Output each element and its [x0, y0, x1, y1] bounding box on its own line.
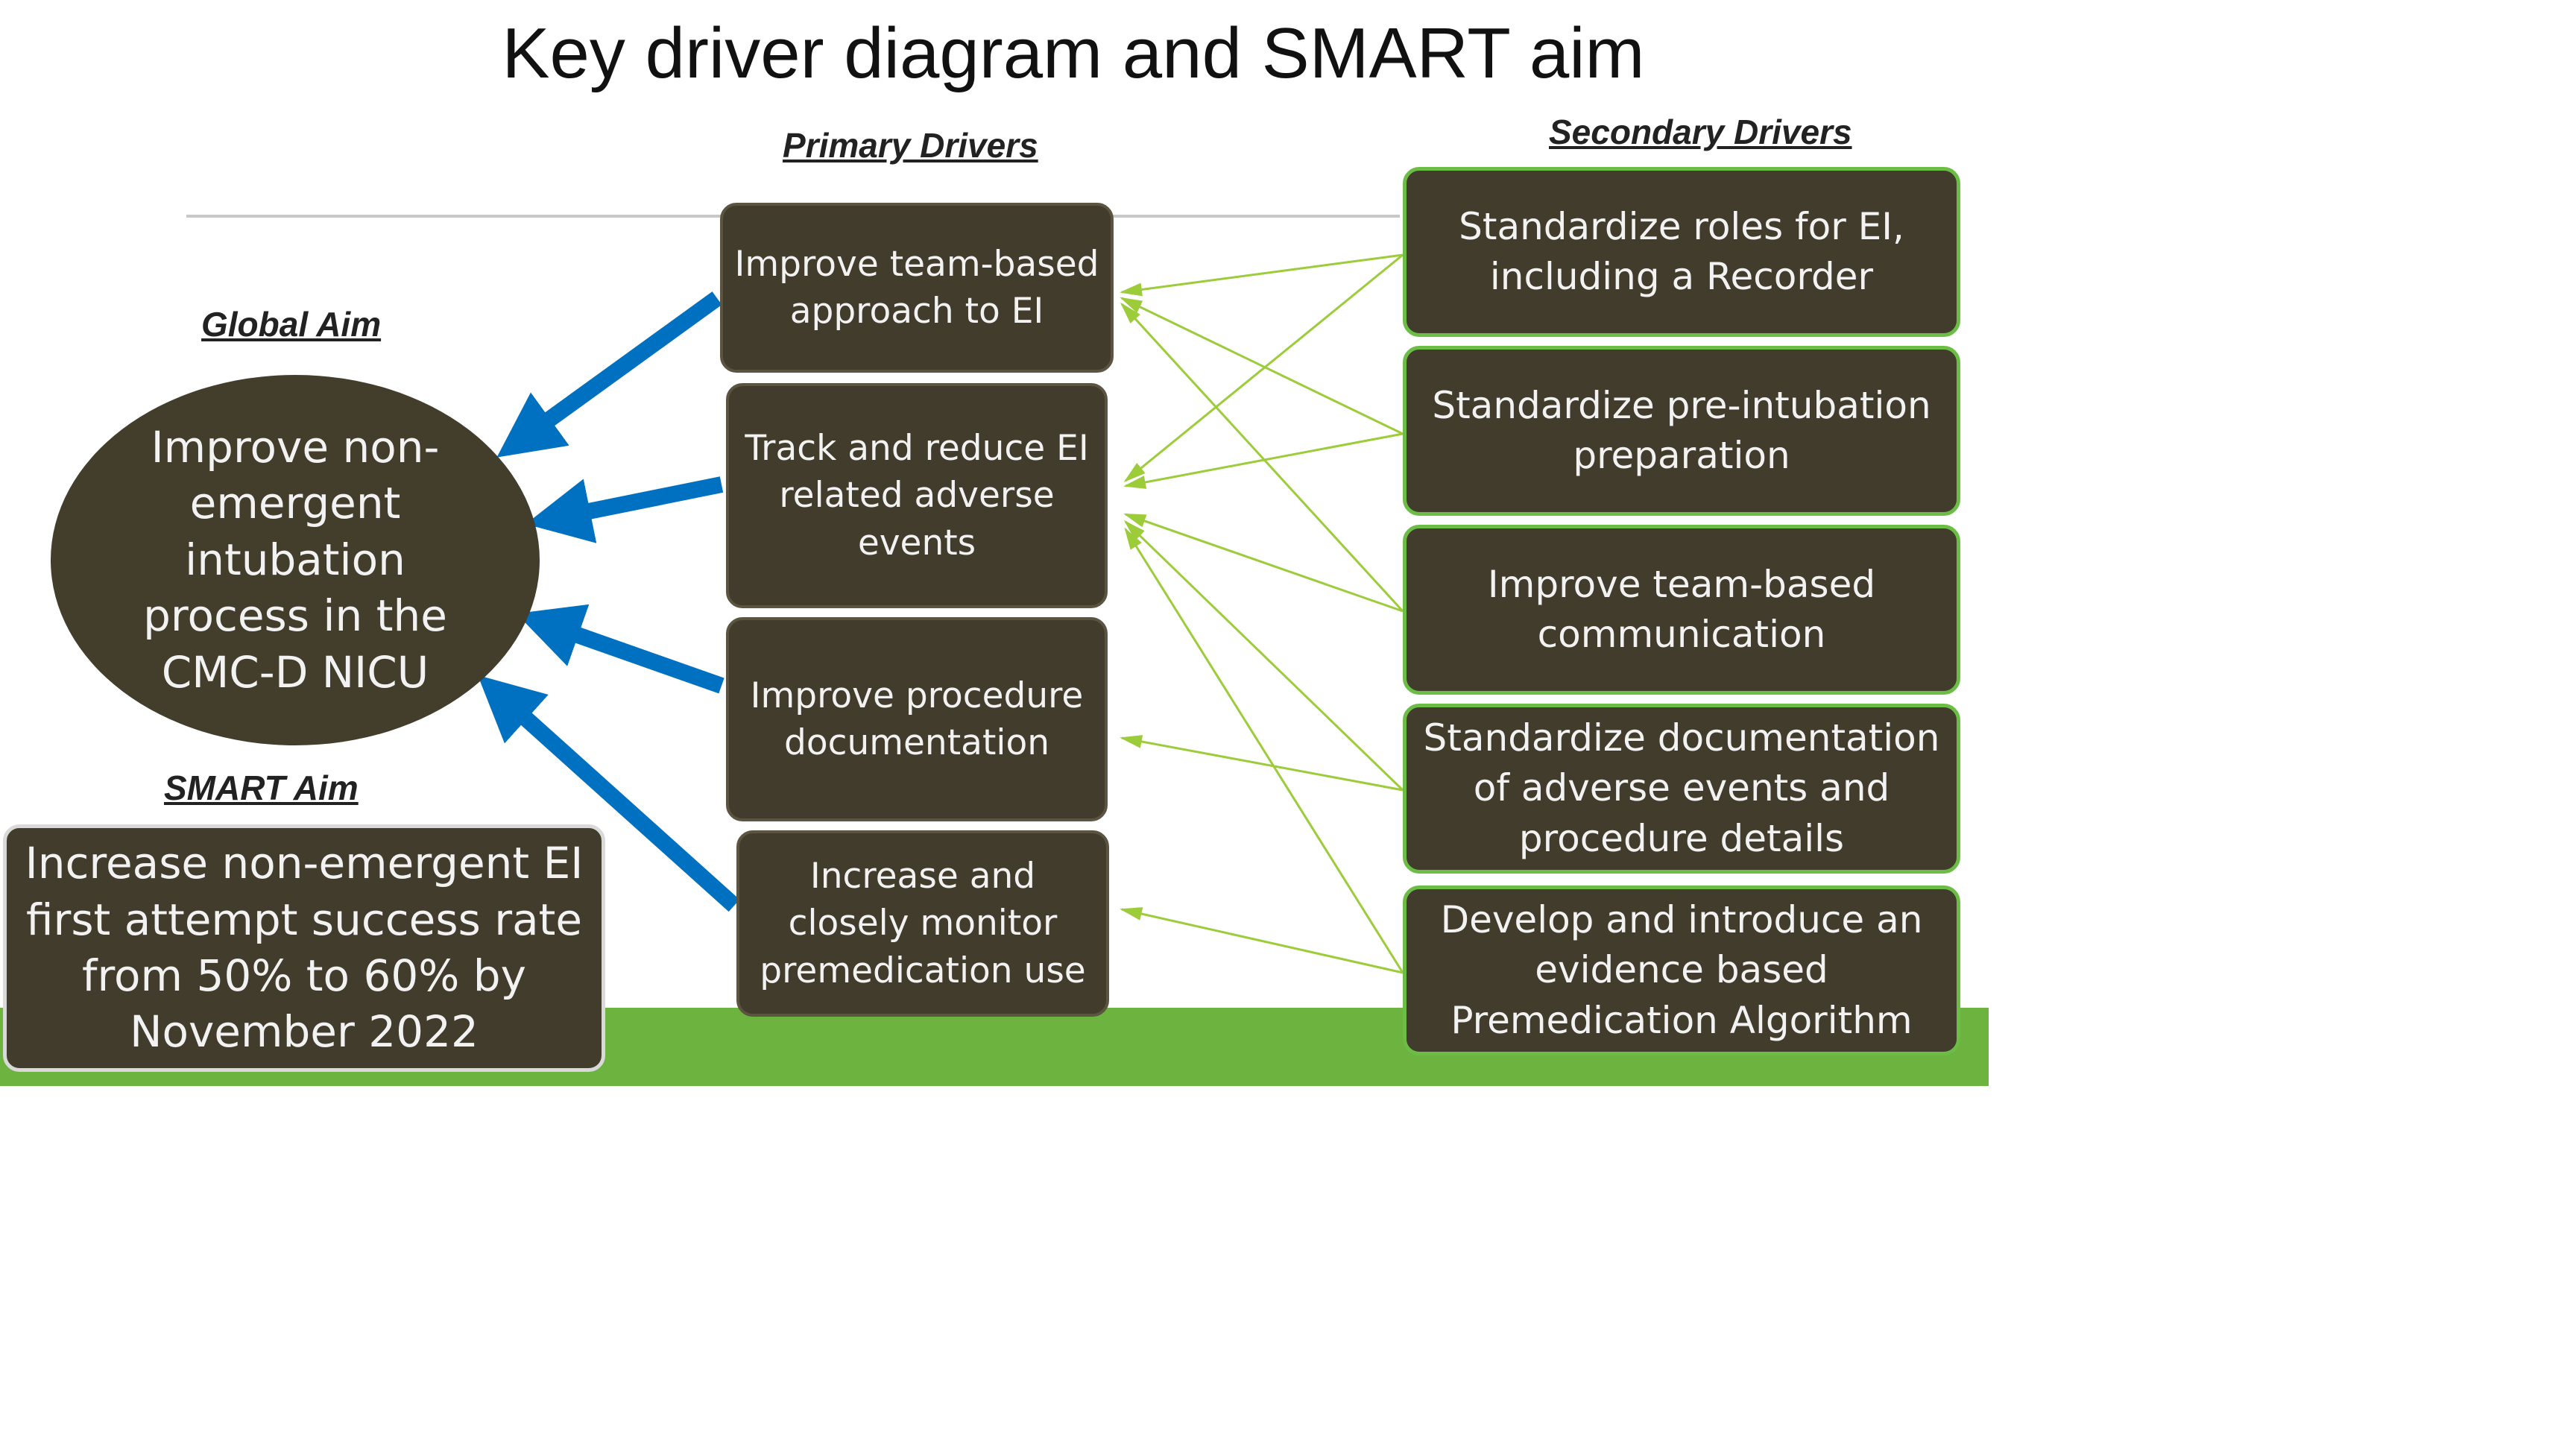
primary-driver-box-3: Improve procedure documentation — [726, 617, 1108, 821]
secondary-driver-box-4: Standardize documentation of adverse eve… — [1403, 704, 1960, 874]
primary-driver-box-4: Increase and closely monitor premedicati… — [736, 830, 1109, 1017]
secondary-driver-box-3: Improve team-based communication — [1403, 525, 1960, 695]
secondary-driver-box-5: Develop and introduce an evidence based … — [1403, 886, 1960, 1055]
primary-drivers-heading: Primary Drivers — [783, 126, 1038, 165]
blue-arrow-4 — [477, 675, 740, 912]
green-arrow-s2-p1 — [1120, 297, 1404, 435]
global-aim-heading: Global Aim — [201, 305, 382, 344]
secondary-to-primary-arrows — [1120, 253, 1404, 974]
global-aim-ellipse: Improve non-emergent intubation process … — [51, 375, 540, 745]
green-arrow-s3-p2 — [1123, 513, 1404, 613]
secondary-driver-box-1: Standardize roles for EI, including a Re… — [1403, 167, 1960, 337]
green-arrow-s5-p4 — [1120, 907, 1404, 974]
smart-aim-box: Increase non-emergent EI first attempt s… — [3, 824, 605, 1072]
green-arrow-s5-p2 — [1124, 527, 1404, 973]
slide-title: Key driver diagram and SMART aim — [502, 13, 1645, 93]
secondary-driver-box-2: Standardize pre-intubation preparation — [1403, 346, 1960, 516]
primary-driver-box-1: Improve team-based approach to EI — [720, 203, 1114, 373]
green-arrow-s3-p1 — [1120, 302, 1404, 613]
secondary-drivers-heading: Secondary Drivers — [1549, 113, 1852, 151]
primary-to-global-arrows — [477, 291, 740, 912]
smart-aim-heading: SMART Aim — [164, 768, 359, 807]
blue-arrow-3 — [516, 604, 724, 694]
green-arrow-s4-p2 — [1123, 520, 1404, 792]
blue-arrow-1 — [496, 291, 722, 458]
green-arrow-s4-p3 — [1120, 735, 1404, 792]
primary-driver-box-2: Track and reduce EI related adverse even… — [726, 383, 1108, 608]
green-arrow-s1-p1 — [1120, 253, 1404, 297]
blue-arrow-2 — [525, 476, 724, 543]
